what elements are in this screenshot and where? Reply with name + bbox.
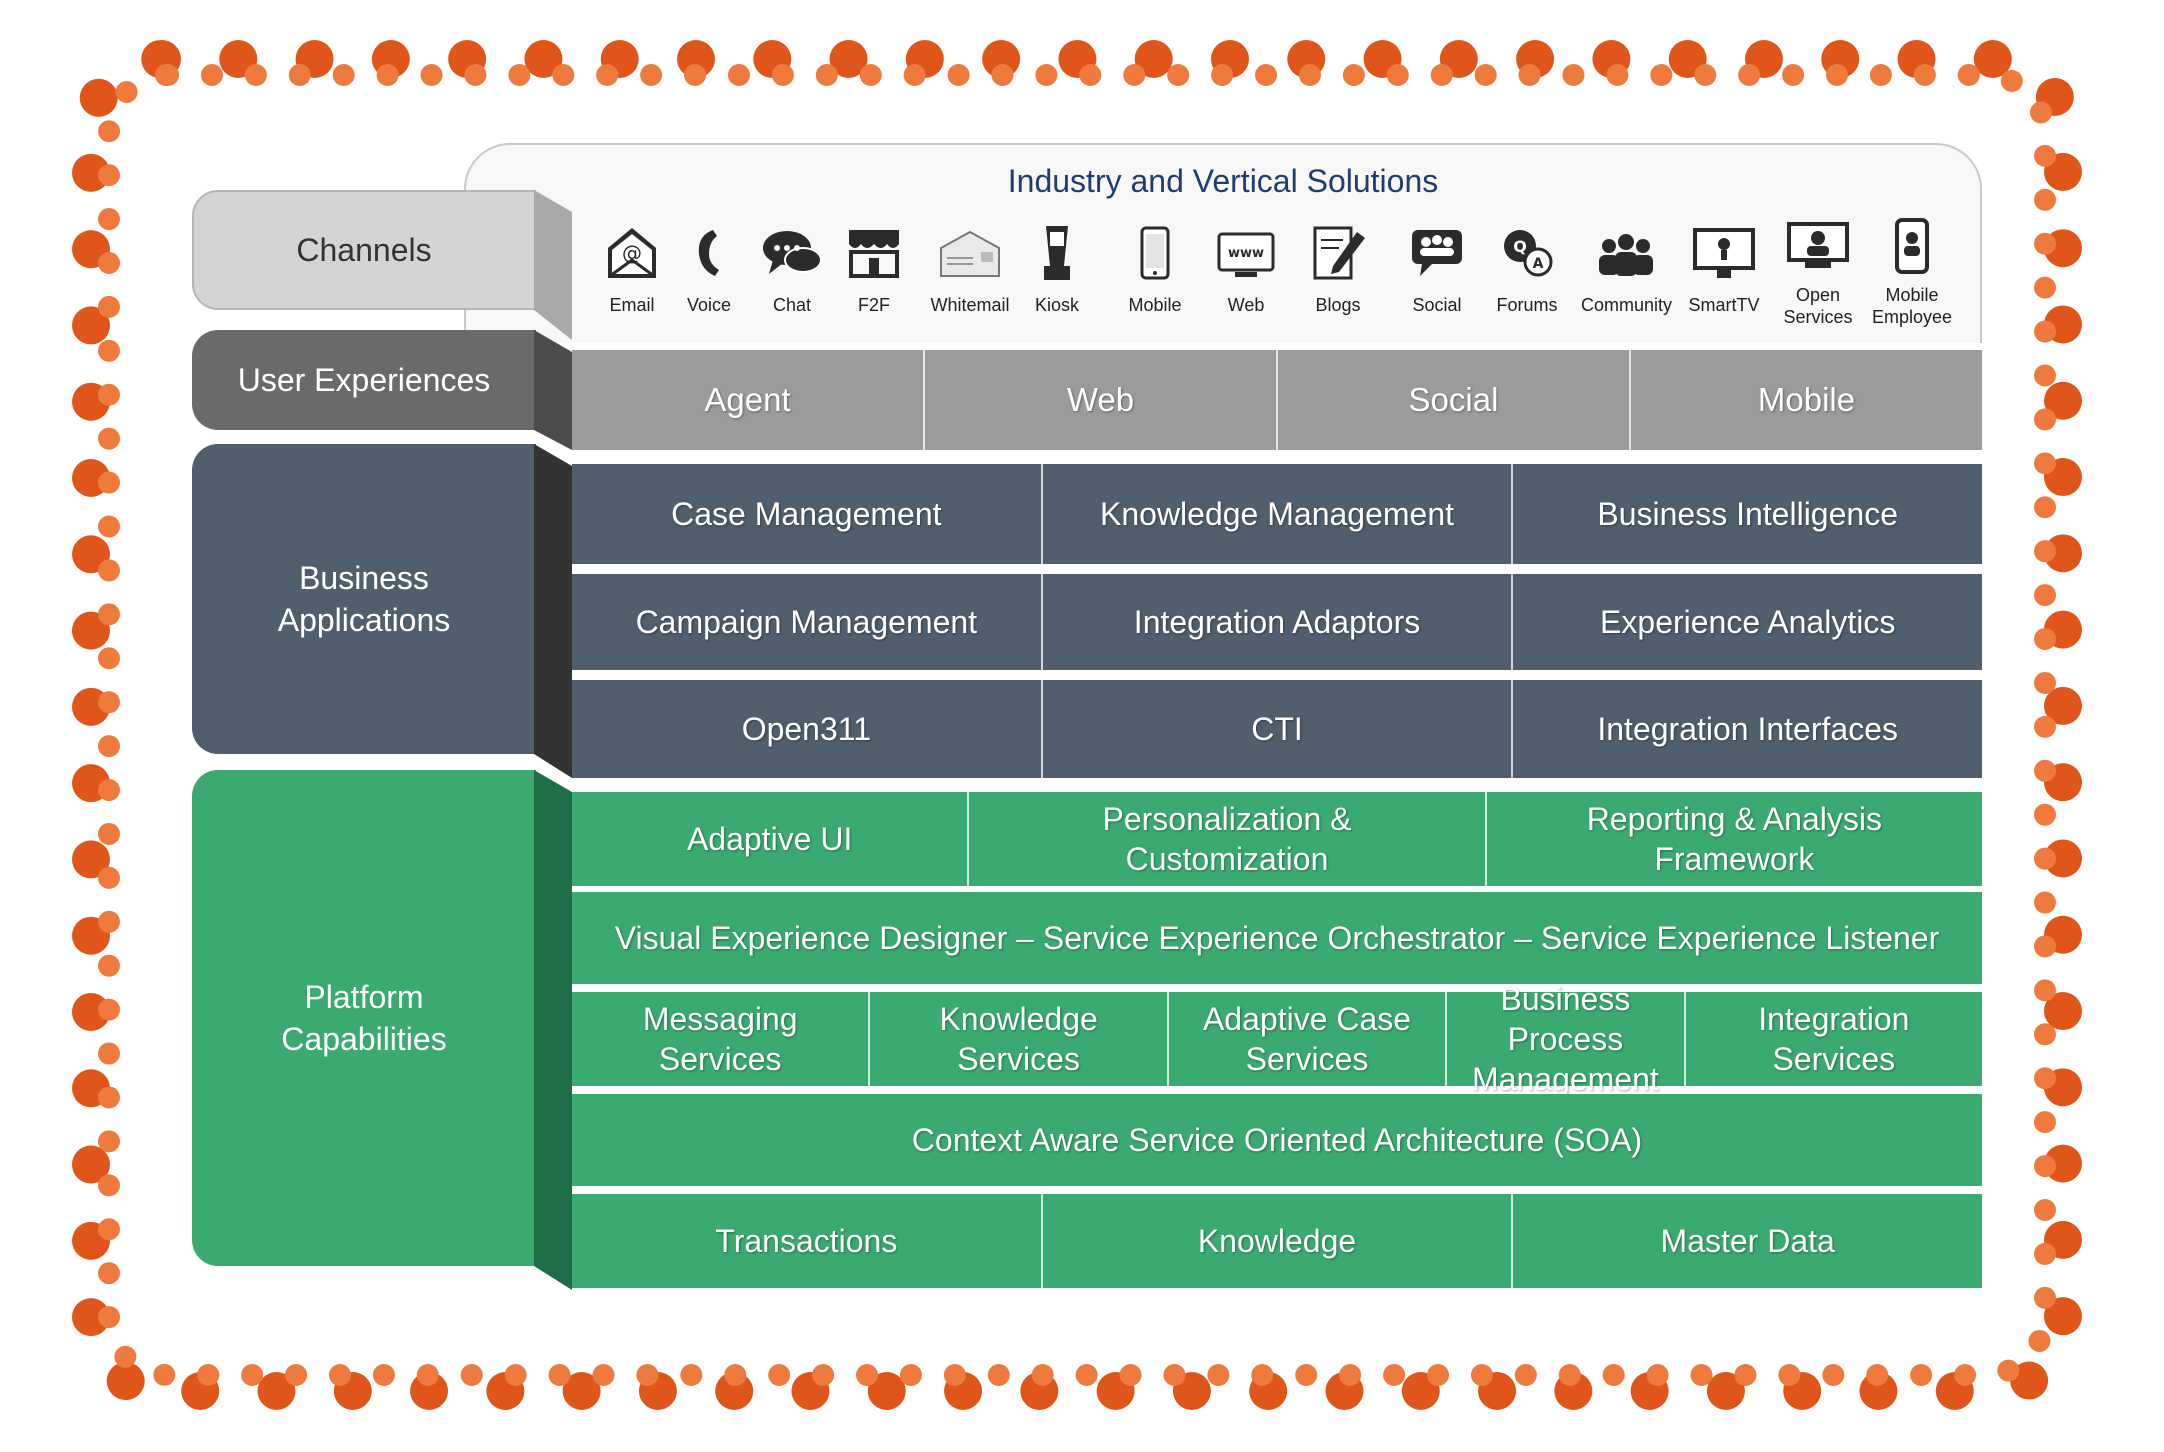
channel-f2f[interactable]: F2F xyxy=(829,222,919,316)
app-cti[interactable]: CTI xyxy=(1040,680,1512,778)
mobile-phone-icon xyxy=(1140,226,1170,280)
cap-adaptive-ui[interactable]: Adaptive UI xyxy=(686,821,853,857)
cap-personalization[interactable]: Personalization & Customization xyxy=(967,792,1484,886)
business-apps-row: Open311 CTI Integration Interfaces xyxy=(572,680,1982,778)
cap-business-process-management[interactable]: Business Process Management xyxy=(1445,981,1683,1097)
cap-knowledge[interactable]: Knowledge xyxy=(1040,1194,1512,1288)
monitor-person-icon xyxy=(1787,222,1849,268)
q-and-a-icon: Q A xyxy=(1504,230,1553,277)
channel-label: Blogs xyxy=(1315,295,1361,315)
app-integration-adaptors[interactable]: Integration Adaptors xyxy=(1040,574,1512,670)
cap-master-data[interactable]: Master Data xyxy=(1511,1194,1982,1288)
channels-label: Channels xyxy=(192,190,536,310)
channel-kiosk[interactable]: Kiosk xyxy=(1012,222,1102,316)
business-apps-row: Case Management Knowledge Management Bus… xyxy=(572,464,1982,564)
svg-text:@: @ xyxy=(622,241,642,265)
channel-label: Email xyxy=(609,295,655,315)
channel-blogs[interactable]: Blogs xyxy=(1293,222,1383,316)
envelope-icon xyxy=(940,230,1000,277)
ux-agent[interactable]: Agent xyxy=(704,381,791,418)
channel-forums[interactable]: Q A Forums xyxy=(1482,222,1572,316)
platform-row-2: Visual Experience Designer – Service Exp… xyxy=(572,892,1982,984)
cap-messaging-services[interactable]: Messaging Services xyxy=(642,1001,798,1077)
platform-capabilities-bevel xyxy=(534,770,572,1290)
app-integration-interfaces[interactable]: Integration Interfaces xyxy=(1511,680,1982,778)
ux-web[interactable]: Web xyxy=(923,350,1276,450)
channel-whitemail[interactable]: Whitemail xyxy=(925,222,1015,316)
channel-mobile-employee[interactable]: Mobile Employee xyxy=(1867,216,1957,328)
channel-label: Web xyxy=(1227,295,1265,315)
cap-knowledge-services[interactable]: Knowledge Services xyxy=(868,992,1166,1086)
user-experiences-label: User Experiences xyxy=(192,330,536,430)
svg-text:Q: Q xyxy=(1513,237,1527,256)
business-applications-label-text: Business Applications xyxy=(277,560,451,638)
channel-icons-row: @ Email Voice Chat F2F xyxy=(575,218,1980,346)
channels-label-text: Channels xyxy=(296,232,432,268)
app-knowledge-management[interactable]: Knowledge Management xyxy=(1040,464,1512,564)
people-group-icon xyxy=(1412,230,1462,276)
user-experiences-label-text: User Experiences xyxy=(237,362,491,398)
business-apps-row: Campaign Management Integration Adaptors… xyxy=(572,574,1982,670)
mobile-employee-icon xyxy=(1895,218,1929,274)
channel-social[interactable]: Social xyxy=(1392,222,1482,316)
channel-chat[interactable]: Chat xyxy=(747,222,837,316)
user-experiences-band: Agent Web Social Mobile xyxy=(572,350,1982,450)
svg-text:www: www xyxy=(1228,246,1264,261)
cap-transactions[interactable]: Transactions xyxy=(715,1223,898,1259)
channel-voice[interactable]: Voice xyxy=(664,222,754,316)
user-experiences-bevel xyxy=(534,330,572,450)
platform-row-3: Messaging Services Knowledge Services Ad… xyxy=(572,981,1982,1097)
community-icon xyxy=(1599,234,1653,276)
business-applications-bevel xyxy=(534,444,572,778)
svg-text:A: A xyxy=(1533,256,1544,272)
channel-web[interactable]: www Web xyxy=(1201,222,1291,316)
channel-label: Social xyxy=(1412,295,1462,315)
app-open311[interactable]: Open311 xyxy=(741,711,871,747)
cap-adaptive-case-services[interactable]: Adaptive Case Services xyxy=(1166,992,1445,1086)
app-experience-analytics[interactable]: Experience Analytics xyxy=(1511,574,1982,670)
platform-row-4: Context Aware Service Oriented Architect… xyxy=(572,1094,1982,1186)
phone-icon xyxy=(698,230,719,276)
smart-tv-icon xyxy=(1693,228,1755,278)
ux-social[interactable]: Social xyxy=(1276,350,1629,450)
channel-label: Chat xyxy=(772,295,812,315)
app-case-management[interactable]: Case Management xyxy=(671,496,942,532)
channel-label: Open Services xyxy=(1783,285,1853,327)
ux-mobile[interactable]: Mobile xyxy=(1629,350,1982,450)
channel-label: Kiosk xyxy=(1034,295,1079,315)
app-campaign-management[interactable]: Campaign Management xyxy=(635,604,978,640)
platform-capabilities-label: Platform Capabilities xyxy=(192,770,536,1266)
cap-integration-services[interactable]: Integration Services xyxy=(1683,992,1982,1086)
decorative-frame-inner xyxy=(98,64,2056,1386)
channel-label: Forums xyxy=(1496,295,1558,315)
document-pen-icon xyxy=(1313,226,1365,280)
business-applications-label: Business Applications xyxy=(192,444,536,754)
platform-row-5: Transactions Knowledge Master Data xyxy=(572,1194,1982,1288)
kiosk-icon xyxy=(1044,226,1070,280)
cap-reporting-framework[interactable]: Reporting & Analysis Framework xyxy=(1484,792,1982,886)
channel-label: Whitemail xyxy=(930,295,1010,315)
app-business-intelligence[interactable]: Business Intelligence xyxy=(1511,464,1982,564)
channel-community[interactable]: Community xyxy=(1581,222,1673,316)
channel-mobile[interactable]: Mobile xyxy=(1110,222,1200,316)
channel-label: Community xyxy=(1581,295,1673,315)
chat-bubbles-icon xyxy=(763,231,822,274)
platform-row-1: Adaptive UI Personalization & Customizat… xyxy=(572,792,1982,886)
cap-context-aware-soa[interactable]: Context Aware Service Oriented Architect… xyxy=(911,1122,1643,1158)
cap-experience-designer-orchestrator-listener[interactable]: Visual Experience Designer – Service Exp… xyxy=(614,920,1940,956)
platform-capabilities-label-text: Platform Capabilities xyxy=(281,979,447,1057)
storefront-icon xyxy=(849,230,899,278)
channel-label: Mobile xyxy=(1128,295,1182,315)
email-icon: @ xyxy=(608,228,656,278)
channel-label: SmartTV xyxy=(1688,295,1760,315)
channel-email[interactable]: @ Email xyxy=(587,222,677,316)
channel-label: F2F xyxy=(857,295,890,315)
channel-label: Voice xyxy=(686,295,732,315)
industry-solutions-title: Industry and Vertical Solutions xyxy=(1007,163,1439,199)
channel-smarttv[interactable]: SmartTV xyxy=(1679,222,1769,316)
channels-bevel xyxy=(534,190,572,340)
channel-open-services[interactable]: Open Services xyxy=(1773,216,1863,328)
channel-label: Mobile Employee xyxy=(1871,285,1953,327)
web-browser-icon: www xyxy=(1217,232,1275,277)
